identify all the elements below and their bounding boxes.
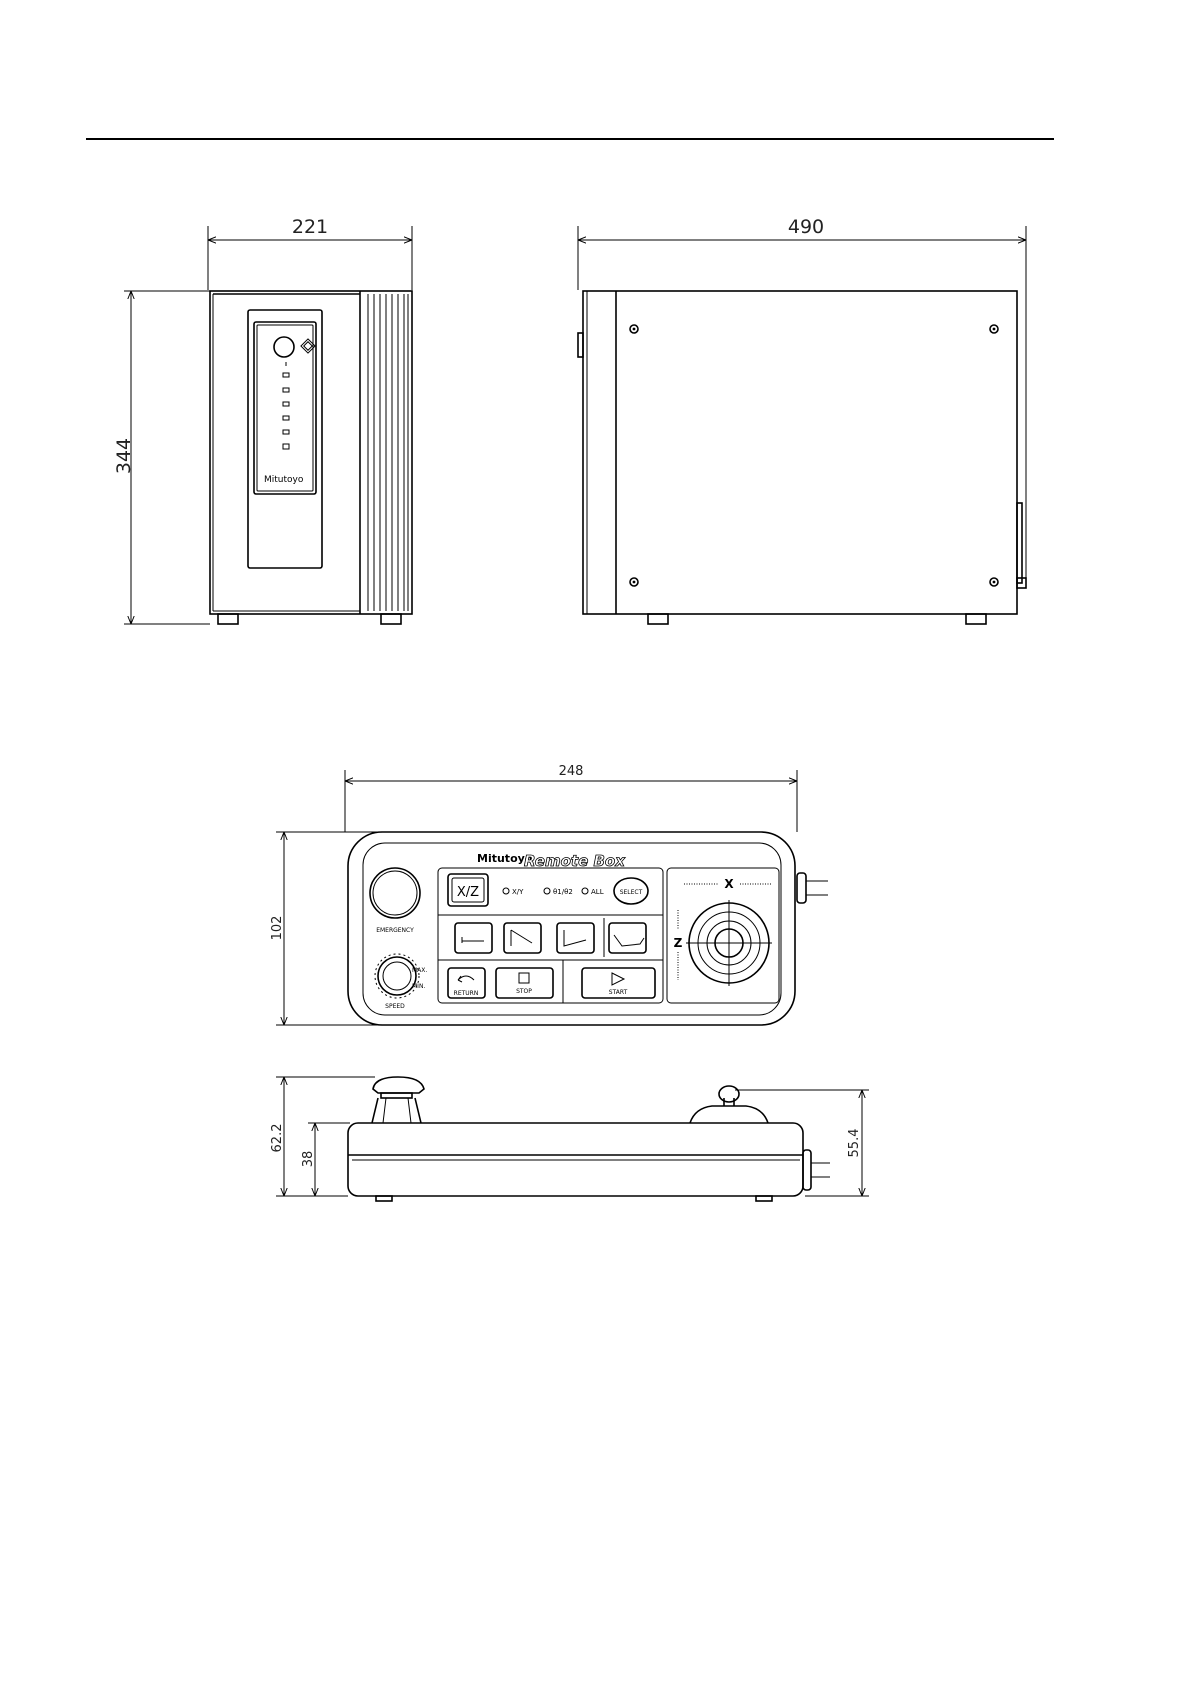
speed-min-label: MIN. <box>412 983 425 990</box>
dim-remote-height: 102 <box>270 916 285 941</box>
mode-xy-led-icon <box>503 888 509 894</box>
motion-key-corner[interactable] <box>557 923 594 953</box>
front-door <box>248 310 322 568</box>
dim-side-depth: 490 <box>788 216 824 238</box>
power-button-icon <box>274 337 294 357</box>
status-led-icon <box>283 388 289 392</box>
dim-remote-joystick-height: 55.4 <box>847 1129 862 1158</box>
dim-remote-body-height: 38 <box>301 1151 316 1168</box>
joystick-side <box>690 1106 768 1123</box>
remote-title: Remote Box <box>524 852 626 870</box>
mode-theta-label: θ1/θ2 <box>553 888 573 896</box>
dim-front-width: 221 <box>292 216 328 238</box>
mode-all-led-icon <box>582 888 588 894</box>
start-label: START <box>609 989 628 996</box>
cooling-fins <box>368 294 408 611</box>
dim-front-height: 344 <box>113 438 135 474</box>
dim-remote-total-height: 62.2 <box>270 1124 285 1153</box>
status-led-icon <box>283 402 289 406</box>
status-led-icon <box>283 444 289 449</box>
stop-label: STOP <box>516 988 532 995</box>
motion-key-linear[interactable] <box>455 923 492 953</box>
emergency-stop-button[interactable] <box>370 868 420 918</box>
status-led-icon <box>283 373 289 377</box>
motion-key-angle[interactable] <box>504 923 541 953</box>
status-led-icon <box>283 430 289 434</box>
screw-icon <box>630 325 998 586</box>
speed-knob[interactable] <box>378 957 416 995</box>
start-icon <box>612 973 624 985</box>
indicator-panel <box>254 322 316 494</box>
select-label: SELECT <box>620 889 643 896</box>
speed-max-label: MAX. <box>412 967 427 974</box>
return-label: RETURN <box>454 990 479 997</box>
remote-box-side-view: 62.2 38 55.4 <box>270 1077 869 1201</box>
controller-front-view: 221 344 <box>113 216 412 624</box>
mode-all-label: ALL <box>591 888 604 896</box>
controller-side-view: 490 <box>578 216 1026 624</box>
axis-z-label: Z <box>674 936 683 950</box>
mode-xy-label: X/Y <box>512 888 524 896</box>
motion-key-profile[interactable] <box>609 923 646 953</box>
controller-logo: Mitutoyo <box>264 475 304 485</box>
mode-theta-led-icon <box>544 888 550 894</box>
remote-box-top-view: 248 102 Mitutoyo Remote Box EMERGENCY MA… <box>270 764 828 1025</box>
xz-key-label: X/Z <box>457 885 479 900</box>
speed-label: SPEED <box>385 1003 405 1010</box>
status-led-icon <box>283 416 289 420</box>
emergency-stop-side <box>373 1077 424 1093</box>
axis-x-label: X <box>724 877 734 891</box>
emergency-label: EMERGENCY <box>376 927 414 934</box>
stop-icon <box>519 973 529 983</box>
dim-remote-width: 248 <box>559 764 584 779</box>
